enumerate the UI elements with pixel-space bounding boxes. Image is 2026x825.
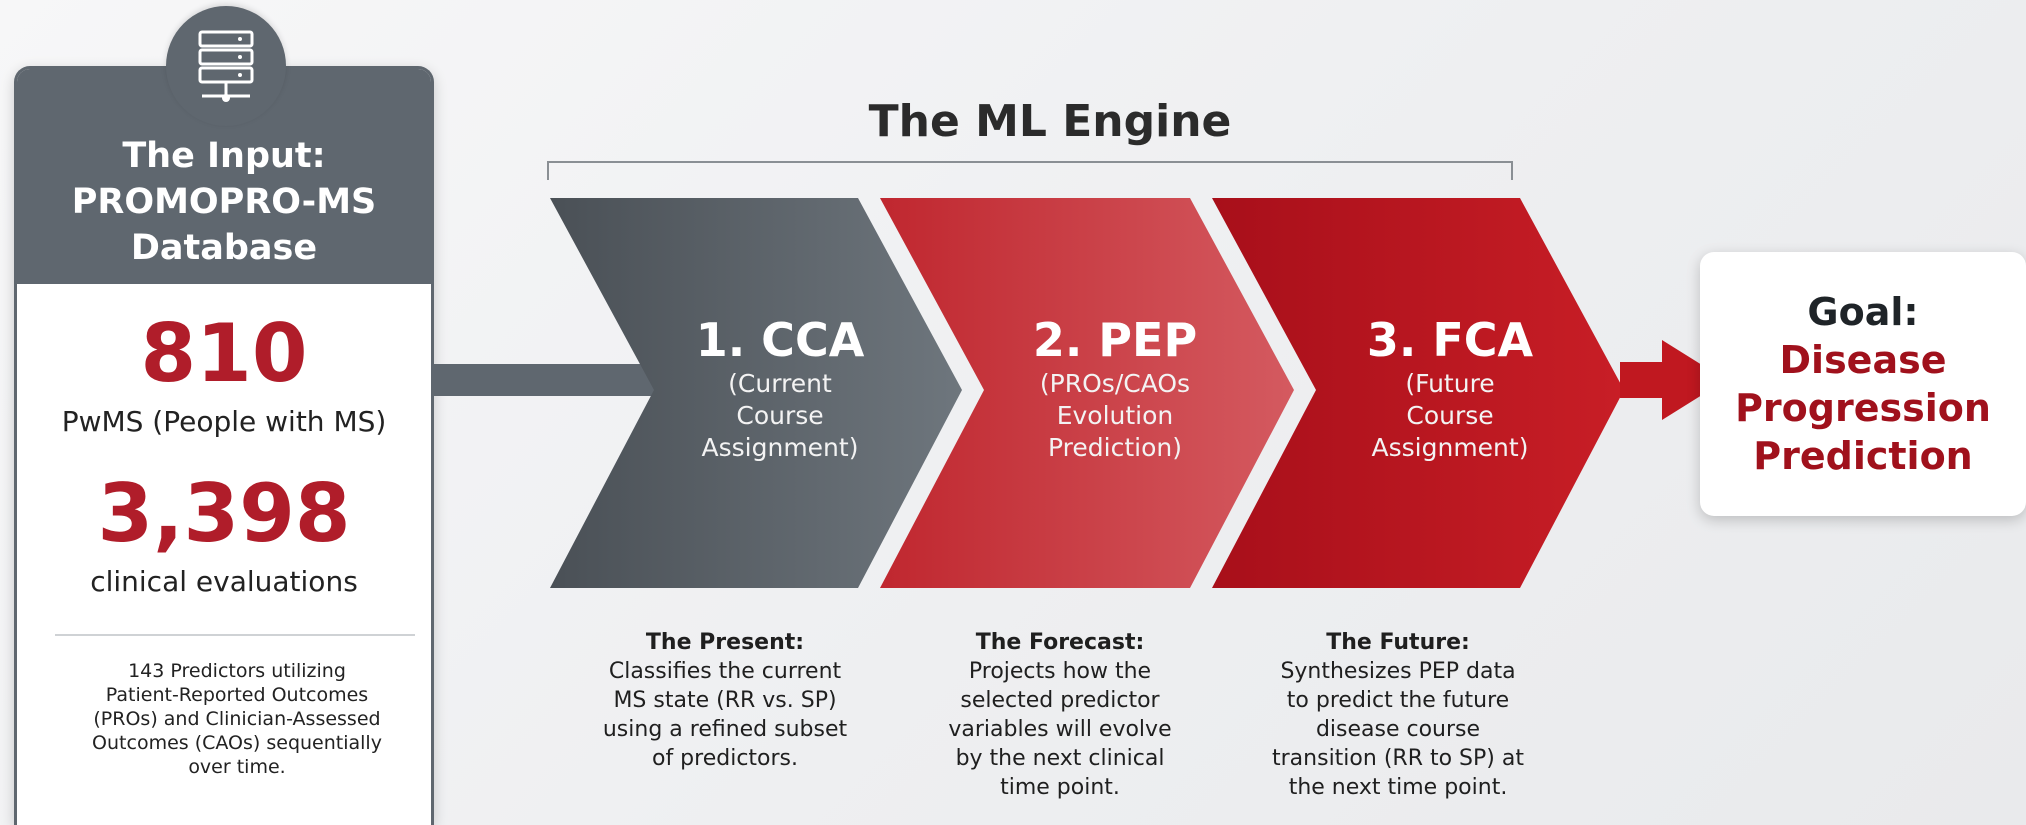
- step-1-number: 1. CCA: [695, 313, 865, 367]
- step-3-sub-line: Assignment): [1371, 433, 1529, 462]
- step-2-sub-line: (PROs/CAOs: [1039, 369, 1191, 398]
- input-desc-line: Outcomes (CAOs) sequentially: [92, 732, 382, 754]
- stat-patients-label: PwMS (People with MS): [61, 405, 387, 438]
- stat-patients-value: 810: [140, 307, 308, 400]
- step-1-desc-title: The Present:: [645, 630, 805, 655]
- step-2-desc-line: Projects how the: [968, 659, 1152, 684]
- step-2-desc-line: by the next clinical: [955, 746, 1165, 771]
- step-3-text: 3. FCA (Future Course Assignment): [1330, 312, 1570, 464]
- database-server-icon: [166, 6, 286, 126]
- input-title-line2: PROMOPRO-MS: [71, 182, 377, 222]
- engine-title: The ML Engine: [868, 96, 1232, 147]
- step-1-text: 1. CCA (Current Course Assignment): [660, 312, 900, 464]
- step-2-desc-title: The Forecast:: [975, 630, 1145, 655]
- input-desc-line: over time.: [188, 756, 286, 778]
- step-2-description: The Forecast: Projects how the selected …: [900, 628, 1220, 802]
- goal-line: Prediction: [1753, 434, 1973, 478]
- goal-label: Goal:: [1807, 290, 1919, 334]
- step-1-description: The Present: Classifies the current MS s…: [560, 628, 890, 773]
- step-3-number: 3. FCA: [1366, 313, 1534, 367]
- step-3-desc-line: disease course: [1315, 717, 1481, 742]
- step-3-desc-line: to predict the future: [1286, 688, 1510, 713]
- step-3-desc-line: the next time point.: [1288, 775, 1508, 800]
- step-2-desc-line: time point.: [1000, 775, 1120, 800]
- step-1-desc-line: using a refined subset: [602, 717, 848, 742]
- step-1-sub-line: Course: [736, 401, 824, 430]
- input-description: 143 Predictors utilizing Patient-Reporte…: [47, 659, 427, 779]
- input-desc-line: Patient-Reported Outcomes: [105, 684, 369, 706]
- step-2-text: 2. PEP (PROs/CAOs Evolution Prediction): [990, 312, 1240, 464]
- step-2-desc-line: variables will evolve: [948, 717, 1172, 742]
- step-2-desc-line: selected predictor: [960, 688, 1160, 713]
- input-title-line3: Database: [130, 228, 318, 268]
- goal-line: Progression: [1735, 386, 1991, 430]
- step-2-number: 2. PEP: [1032, 313, 1198, 367]
- step-2-sub-line: Evolution: [1056, 401, 1174, 430]
- goal-line: Disease: [1779, 338, 1947, 382]
- input-title-line1: The Input:: [122, 136, 326, 176]
- goal-card: Goal: Disease Progression Prediction: [1700, 252, 2026, 516]
- goal-text: Goal: Disease Progression Prediction: [1700, 288, 2026, 480]
- step-1-sub-line: (Current: [728, 369, 832, 398]
- input-divider: [55, 634, 415, 636]
- goal-connector: [1620, 362, 1670, 398]
- step-1-desc-line: MS state (RR vs. SP): [613, 688, 837, 713]
- step-3-sub-line: (Future: [1405, 369, 1495, 398]
- step-3-description: The Future: Synthesizes PEP data to pred…: [1228, 628, 1568, 802]
- step-1-sub-line: Assignment): [701, 433, 859, 462]
- input-title: The Input: PROMOPRO-MS Database: [17, 133, 431, 271]
- engine-bracket: [547, 161, 1513, 180]
- stat-evaluations-label: clinical evaluations: [90, 565, 358, 598]
- stat-evaluations-value: 3,398: [97, 467, 351, 560]
- step-3-desc-line: Synthesizes PEP data: [1280, 659, 1516, 684]
- step-3-desc-title: The Future:: [1326, 630, 1470, 655]
- input-card: The Input: PROMOPRO-MS Database 810 PwMS…: [14, 66, 434, 825]
- step-1-desc-line: of predictors.: [651, 746, 799, 771]
- input-desc-line: 143 Predictors utilizing: [128, 660, 346, 682]
- input-desc-line: (PROs) and Clinician-Assessed: [93, 708, 381, 730]
- input-connector-line: [434, 364, 674, 396]
- step-2-sub-line: Prediction): [1048, 433, 1182, 462]
- step-1-desc-line: Classifies the current: [608, 659, 842, 684]
- step-3-desc-line: transition (RR to SP) at: [1272, 746, 1524, 771]
- step-3-sub-line: Course: [1406, 401, 1494, 430]
